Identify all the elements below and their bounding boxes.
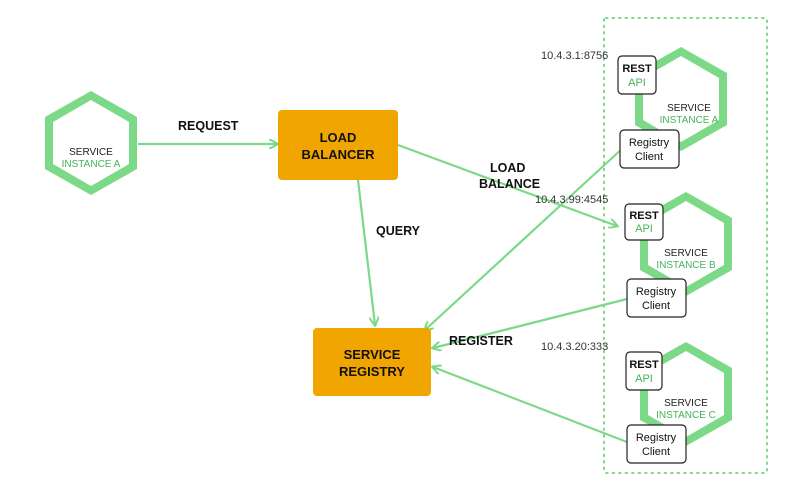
load-balancer-box <box>278 110 398 180</box>
client-label-instance: INSTANCE A <box>62 159 121 170</box>
instance-b-registry-client-box <box>626 278 687 318</box>
load-balancer-label-2: BALANCER <box>302 147 376 162</box>
service-registry-label-2: REGISTRY <box>339 364 405 379</box>
load-balance-arrow <box>397 143 617 226</box>
instance-c-ip: 10.4.3.20:333 <box>541 341 608 353</box>
register-label: REGISTER <box>449 334 513 348</box>
instance-a-label-service: SERVICE <box>667 103 711 114</box>
service-instance-c: 10.4.3.20:333 SERVICE INSTANCE C REST AP… <box>541 341 732 464</box>
instance-c-rest-api-box <box>625 351 663 391</box>
load-balancer-label-1: LOAD <box>320 130 357 145</box>
instance-c-label-service: SERVICE <box>664 398 708 409</box>
service-registry-box <box>313 328 431 396</box>
instance-b-client-label-1: Registry <box>636 286 677 298</box>
load-balance-label-1: LOAD <box>490 161 525 175</box>
instance-c-api-label: API <box>635 373 653 385</box>
instance-c-client-label-2: Client <box>642 446 670 458</box>
instance-a-client-label-2: Client <box>635 151 663 163</box>
instance-b-client-label-2: Client <box>642 300 670 312</box>
instance-a-ip: 10.4.3.1:8756 <box>541 50 608 62</box>
instance-b-ip: 10.4.3.99:4545 <box>535 194 608 206</box>
instance-c-label-instance: INSTANCE C <box>656 410 716 421</box>
instance-b-label-instance: INSTANCE B <box>656 260 716 271</box>
instance-a-api-label: API <box>628 77 646 89</box>
register-arrow-b <box>433 297 628 348</box>
service-registry-label-1: SERVICE <box>344 347 401 362</box>
instance-b-label-service: SERVICE <box>664 248 708 259</box>
query-arrow <box>356 179 375 325</box>
instance-a-label-instance: INSTANCE A <box>660 115 719 126</box>
instance-c-registry-client-box <box>626 424 687 464</box>
instance-c-rest-label: REST <box>629 359 659 371</box>
instance-a-rest-label: REST <box>622 63 652 75</box>
instance-a-rest-api-box <box>617 55 657 95</box>
instance-b-rest-api-box <box>624 203 664 241</box>
service-instance-b: 10.4.3.99:4545 SERVICE INSTANCE B REST A… <box>535 192 732 318</box>
client-service-instance-a: SERVICE INSTANCE A <box>45 91 137 195</box>
service-instance-a: 10.4.3.1:8756 SERVICE INSTANCE A REST AP… <box>541 47 727 169</box>
service-registry: SERVICE REGISTRY <box>313 328 431 396</box>
load-balancer: LOAD BALANCER <box>278 110 398 180</box>
client-label-service: SERVICE <box>69 147 113 158</box>
load-balance-label-2: BALANCE <box>479 177 540 191</box>
instance-a-client-label-1: Registry <box>629 137 670 149</box>
instance-c-client-label-1: Registry <box>636 432 677 444</box>
instance-b-rest-label: REST <box>629 210 659 222</box>
register-arrow-c <box>433 367 628 444</box>
query-label: QUERY <box>376 224 421 238</box>
instances-container <box>603 17 768 474</box>
instance-a-registry-client-box <box>619 129 680 169</box>
request-label: REQUEST <box>178 119 239 133</box>
instance-b-api-label: API <box>635 223 653 235</box>
register-arrow-a <box>425 146 625 330</box>
